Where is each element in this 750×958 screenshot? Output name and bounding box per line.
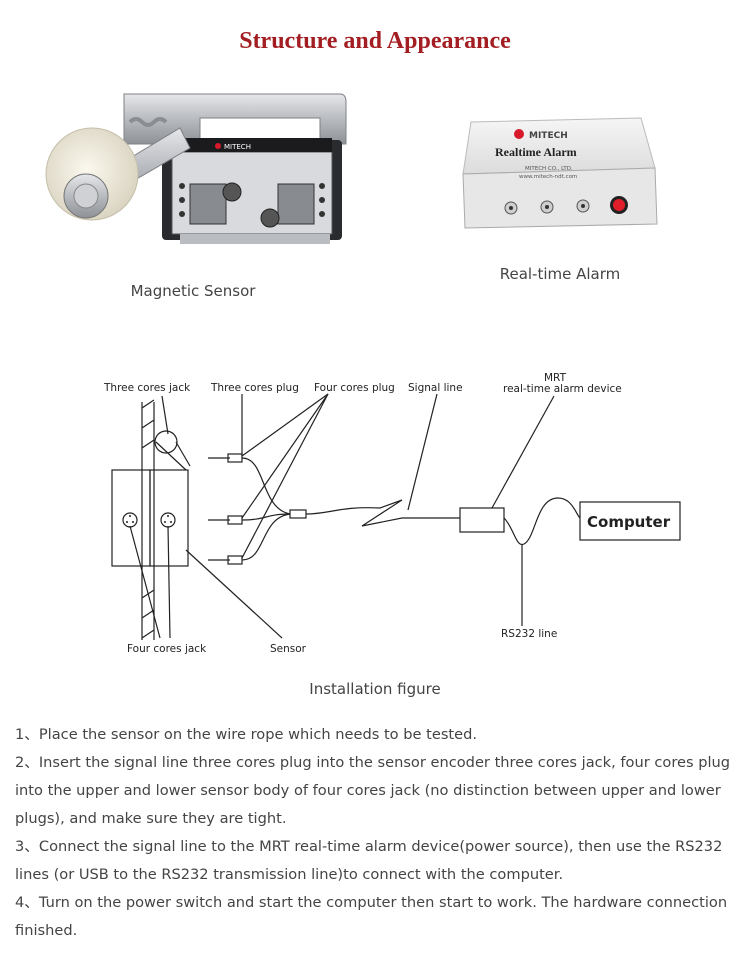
label-rs232: RS232 line: [501, 628, 557, 640]
step-1: 1、Place the sensor on the wire rope whic…: [15, 726, 478, 743]
alarm-company-line1: MITECH CO., LTD.: [525, 166, 573, 172]
step-2: 2、Insert the signal line three cores plu…: [15, 754, 731, 827]
alarm-company-line2: www.mitech-ndt.com: [519, 174, 577, 180]
alarm-panel-title: Realtime Alarm: [495, 145, 577, 159]
label-three-cores-plug: Three cores plug: [210, 382, 299, 394]
label-sensor: Sensor: [270, 643, 307, 655]
alarm-caption: Real-time Alarm: [499, 265, 621, 283]
step-3: 3、Connect the signal line to the MRT rea…: [15, 838, 723, 883]
label-computer: Computer: [587, 513, 671, 531]
label-alarm-device: real-time alarm device: [503, 383, 622, 395]
label-three-cores-jack: Three cores jack: [103, 382, 191, 394]
sensor-caption: Magnetic Sensor: [130, 282, 256, 300]
label-four-cores-plug: Four cores plug: [314, 382, 395, 394]
page-title: Structure and Appearance: [239, 28, 511, 54]
installation-steps: 1、Place the sensor on the wire rope whic…: [15, 721, 735, 945]
installation-caption: Installation figure: [309, 680, 441, 698]
sensor-brand-text: MITECH: [224, 143, 251, 151]
installation-diagram: Three cores jack Three cores plug Four c…: [103, 372, 681, 655]
label-signal-line: Signal line: [408, 382, 463, 394]
label-four-cores-jack: Four cores jack: [127, 643, 207, 655]
alarm-box-photo: MITECH Realtime Alarm MITECH CO., LTD. w…: [462, 117, 658, 229]
step-4: 4、Turn on the power switch and start the…: [15, 894, 728, 939]
label-mrt: MRT: [544, 372, 567, 384]
magnetic-sensor-photo: MITECH: [45, 93, 347, 244]
alarm-brand-text: MITECH: [529, 131, 568, 141]
